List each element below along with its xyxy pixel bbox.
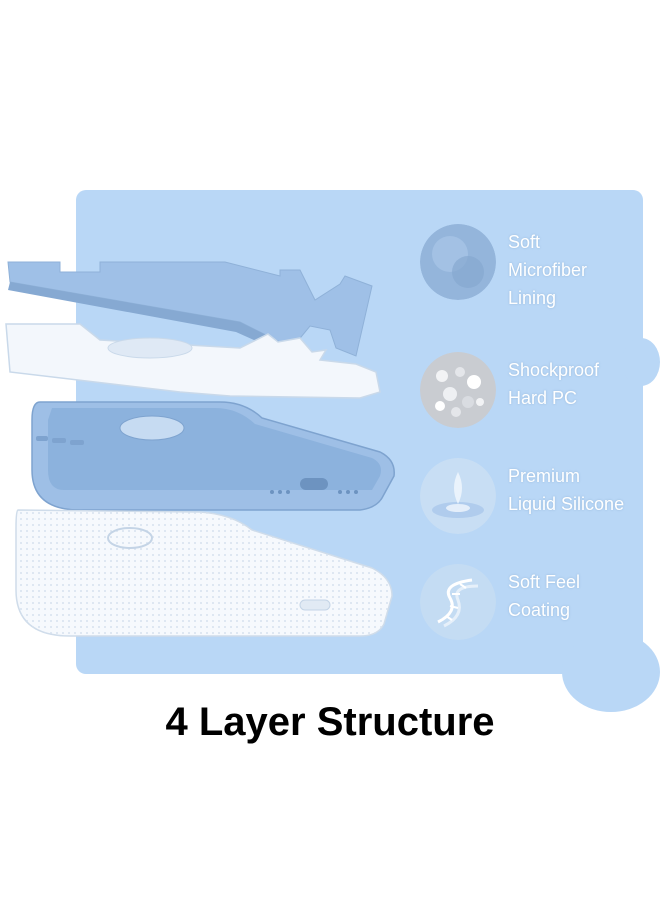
- layer-hard-pc: [5, 323, 381, 399]
- feature-hard-pc: Shockproof Hard PC: [420, 352, 660, 432]
- caption-title: 4 Layer Structure: [165, 700, 495, 744]
- hard-pc-icon: [420, 352, 496, 428]
- feature-microfiber-lining: Soft Microfiber Lining: [420, 224, 660, 308]
- layer-liquid-silicone: [31, 401, 395, 511]
- decorative-blob: [562, 632, 660, 712]
- dna-coating-icon: [420, 564, 496, 640]
- feature-liquid-silicone: Premium Liquid Silicone: [420, 458, 660, 538]
- decorative-blob: [622, 338, 660, 386]
- feature-label: Shockproof Hard PC: [508, 360, 600, 408]
- layer-soft-feel-coating: [15, 509, 393, 637]
- feature-label: Soft Microfiber Lining: [508, 232, 588, 308]
- feature-soft-feel-coating: Soft Feel Coating: [420, 564, 660, 644]
- feature-label: Premium Liquid Silicone: [508, 466, 625, 514]
- liquid-drop-icon: [420, 458, 496, 534]
- microfiber-icon: [420, 224, 496, 300]
- feature-label: Soft Feel Coating: [508, 572, 581, 620]
